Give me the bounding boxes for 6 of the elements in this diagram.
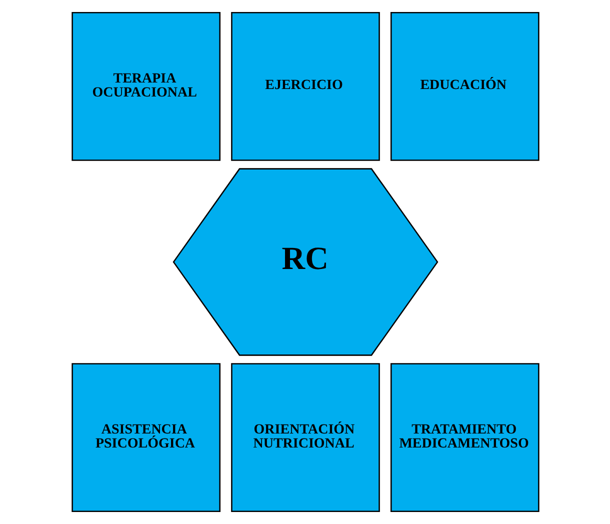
node-box: TRATAMIENTO MEDICAMENTOSO [390, 363, 539, 512]
node-box: ORIENTACIÓN NUTRICIONAL [230, 363, 380, 512]
node-box: EJERCICIO [230, 12, 380, 161]
node-box: TERAPIA OCUPACIONAL [71, 12, 220, 161]
node-box: EDUCACIÓN [390, 12, 539, 161]
node-box: ASISTENCIA PSICOLÓGICA [71, 363, 220, 512]
